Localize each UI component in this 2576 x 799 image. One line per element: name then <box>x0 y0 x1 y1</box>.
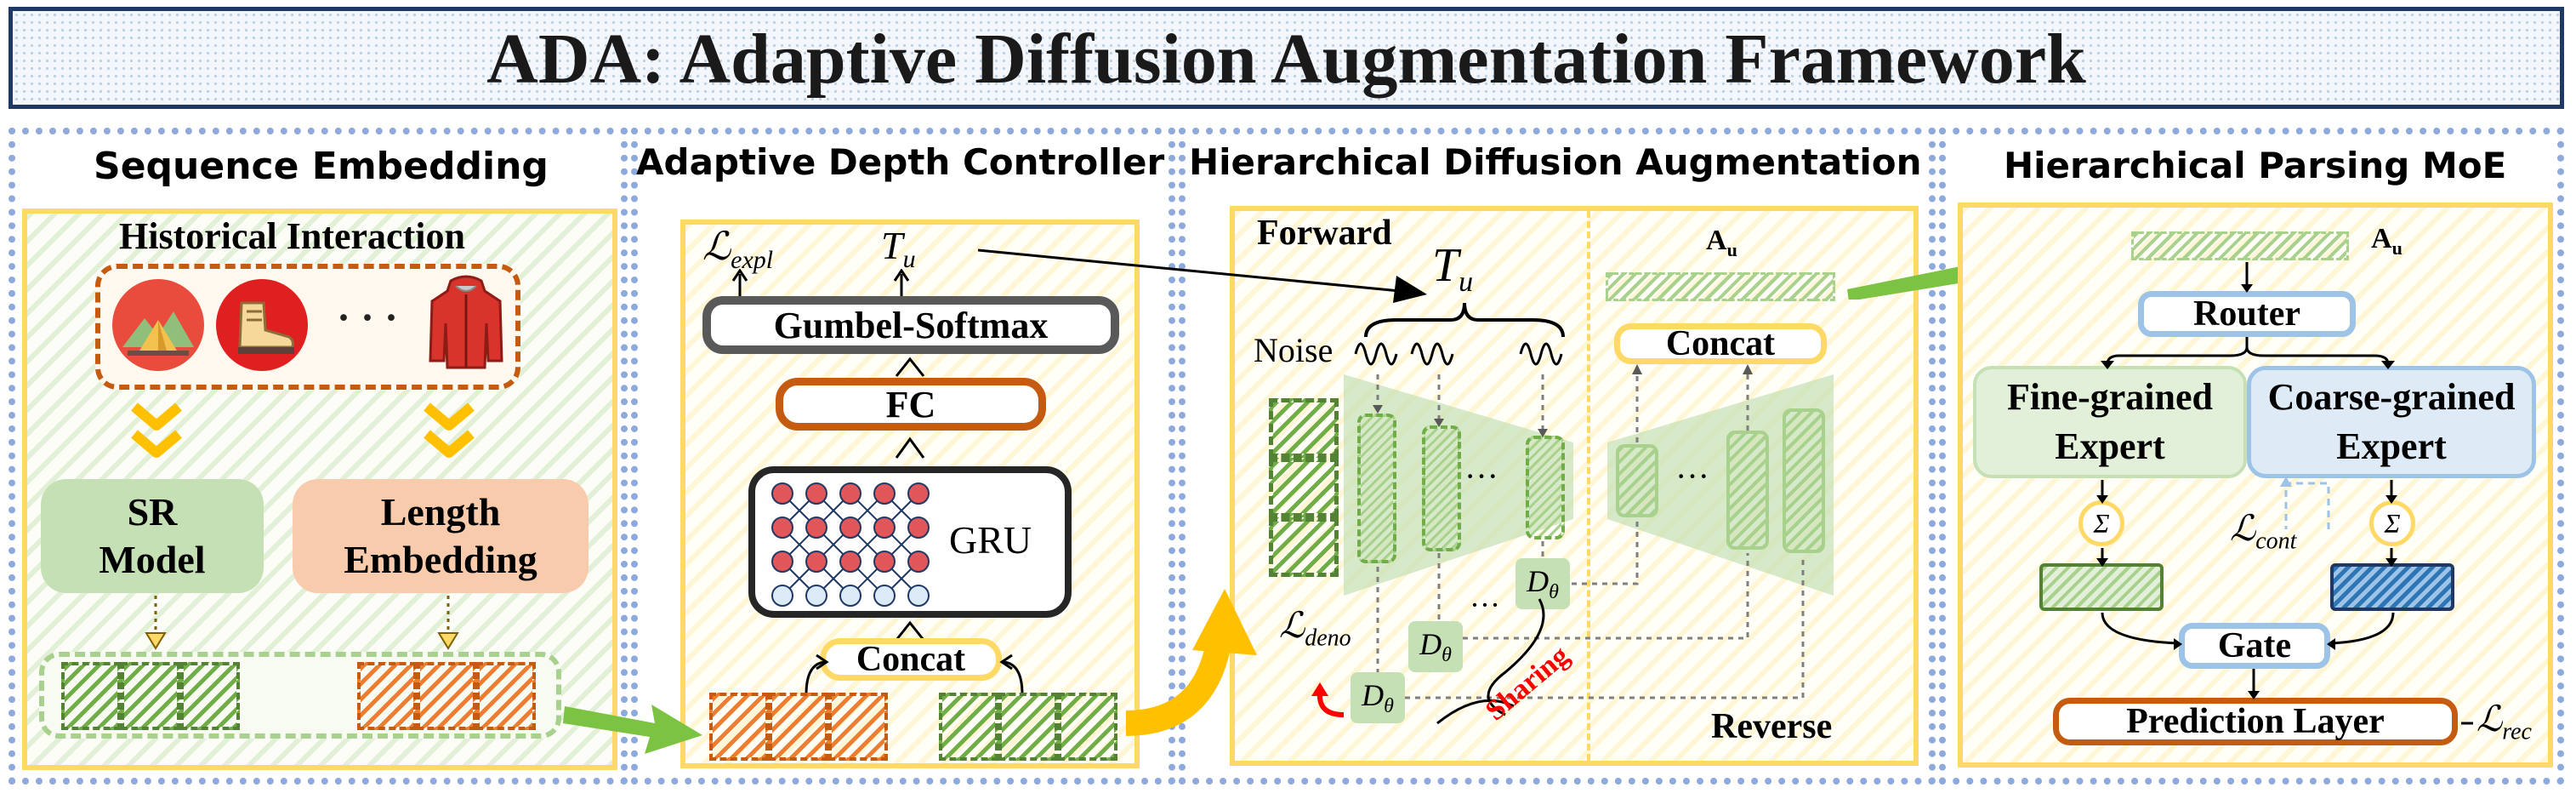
denoised-latent <box>1616 444 1658 517</box>
coarse-grained-expert-box: Coarse-grained Expert <box>2247 366 2536 478</box>
moe-au-label: Au <box>2371 223 2403 259</box>
denoiser-node: Dθ <box>1408 621 1463 672</box>
sr-input-cell <box>1058 693 1117 761</box>
gumbel-softmax-label: Gumbel-Softmax <box>773 304 1049 346</box>
items-ellipsis: · · · <box>337 295 399 340</box>
arrow-dotted <box>145 596 167 650</box>
diffusion-flow-lines <box>1373 364 1805 699</box>
concat-label: Concat <box>856 640 966 679</box>
adaptive-depth-heading: Adaptive Depth Controller <box>636 141 1165 183</box>
denoiser-node: Dθ <box>1515 558 1570 609</box>
panel-sequence-embedding <box>9 128 628 785</box>
denoised-latent <box>1726 431 1769 550</box>
denoiser-node: Dθ <box>1351 672 1405 723</box>
router-label: Router <box>2193 294 2300 334</box>
coarse-grained-expert-label: Coarse-grained Expert <box>2267 376 2516 467</box>
tu-label: Tu <box>881 224 916 274</box>
sr-embedding-cell <box>61 662 121 730</box>
sequence-embedding-heading: Sequence Embedding <box>94 145 549 188</box>
moe-heading: Hierarchical Parsing MoE <box>2004 145 2507 186</box>
fc-box: FC <box>776 378 1046 431</box>
sr-input-cell <box>939 693 998 761</box>
loss-deno-label: ℒdeno <box>1279 607 1351 652</box>
length-embedding-cell <box>476 662 536 730</box>
concat-label: Concat <box>1665 324 1776 363</box>
concat-box-left: Concat <box>820 638 1002 681</box>
length-input-cell <box>709 693 769 761</box>
moe-connectors <box>2096 262 2473 725</box>
panel-adaptive-depth <box>631 128 1175 785</box>
page-title: ADA: Adaptive Diffusion Augmentation Fra… <box>486 20 2086 99</box>
noise-wave-icon <box>1354 342 1563 366</box>
router-box: Router <box>2138 291 2356 337</box>
flow-arrow-green <box>563 705 702 754</box>
moe-input-embedding <box>2131 231 2349 260</box>
neural-net-icon <box>771 482 930 607</box>
length-embedding-label: Length Embedding <box>344 490 537 581</box>
sharing-curves <box>1436 598 1545 725</box>
input-sequence-stack <box>1269 398 1339 577</box>
flow-arrow-yellow <box>1125 589 1257 736</box>
historical-interaction-label: Historical Interaction <box>119 215 465 257</box>
forward-dots: ··· <box>1464 457 1498 495</box>
loss-cont-label: ℒcont <box>2230 510 2297 555</box>
length-embedding-cell <box>357 662 417 730</box>
reverse-au-label: Au <box>1706 225 1737 260</box>
fc-label: FC <box>885 383 936 425</box>
sr-input-cell <box>998 693 1058 761</box>
arrow-dotted <box>437 596 459 650</box>
prediction-layer-label: Prediction Layer <box>2126 702 2385 741</box>
prediction-layer-box: Prediction Layer <box>2053 698 2458 745</box>
panel-diffusion <box>1179 128 1936 785</box>
concat-box-right: Concat <box>1614 323 1827 364</box>
length-embedding-cell <box>417 662 476 730</box>
diffusion-heading: Hierarchical Diffusion Augmentation <box>1189 141 1922 183</box>
denoiser-dots: ··· <box>1470 588 1500 622</box>
augmented-embedding <box>1606 272 1835 301</box>
noisy-latent <box>1357 414 1396 563</box>
sr-model-label: SR Model <box>99 490 206 581</box>
gumbel-softmax-box: Gumbel-Softmax <box>702 296 1119 354</box>
noisy-latent <box>1526 436 1565 539</box>
noise-label: Noise <box>1254 331 1333 369</box>
fine-grained-expert-box: Fine-grained Expert <box>1973 366 2247 478</box>
reverse-label: Reverse <box>1711 707 1833 746</box>
gate-box: Gate <box>2179 623 2330 669</box>
gate-label: Gate <box>2217 626 2292 665</box>
forward-reverse-divider <box>1587 211 1590 761</box>
boot-icon <box>216 279 308 371</box>
sr-embedding-cell <box>180 662 240 730</box>
fine-expert-output <box>2039 563 2164 611</box>
denoised-latent <box>1783 408 1825 553</box>
reverse-dots: ··· <box>1675 457 1709 495</box>
length-input-cell <box>769 693 828 761</box>
coarse-sum-node: Σ <box>2369 500 2415 546</box>
title-banner: ADA: Adaptive Diffusion Augmentation Fra… <box>9 7 2564 109</box>
loss-return-arrow <box>1311 682 1345 717</box>
forward-label: Forward <box>1257 214 1392 253</box>
jacket-icon <box>429 275 503 369</box>
tu-arrow <box>978 248 1427 303</box>
sr-model-box: SR Model <box>41 479 264 593</box>
sr-embedding-cell <box>121 662 180 730</box>
connector-arrow <box>895 437 925 459</box>
chevron-down-icon <box>424 402 475 458</box>
gru-label: GRU <box>949 518 1032 562</box>
noisy-latent <box>1422 425 1461 551</box>
loss-rec-label: ℒrec <box>2476 700 2532 745</box>
tu-brace <box>1364 302 1565 338</box>
connector-arrow <box>895 620 925 641</box>
length-embedding-box: Length Embedding <box>293 479 589 593</box>
panel-moe <box>1939 128 2564 785</box>
concat-input-arrows <box>805 653 1024 695</box>
fine-grained-expert-label: Fine-grained Expert <box>2007 376 2213 467</box>
loss-expl-label: ℒexpl <box>702 225 774 275</box>
diffusion-tu-label: Tu <box>1432 239 1474 299</box>
tent-icon <box>112 279 204 371</box>
connector-arrow <box>895 357 925 377</box>
length-input-cell <box>828 693 888 761</box>
chevron-down-icon <box>131 402 182 458</box>
